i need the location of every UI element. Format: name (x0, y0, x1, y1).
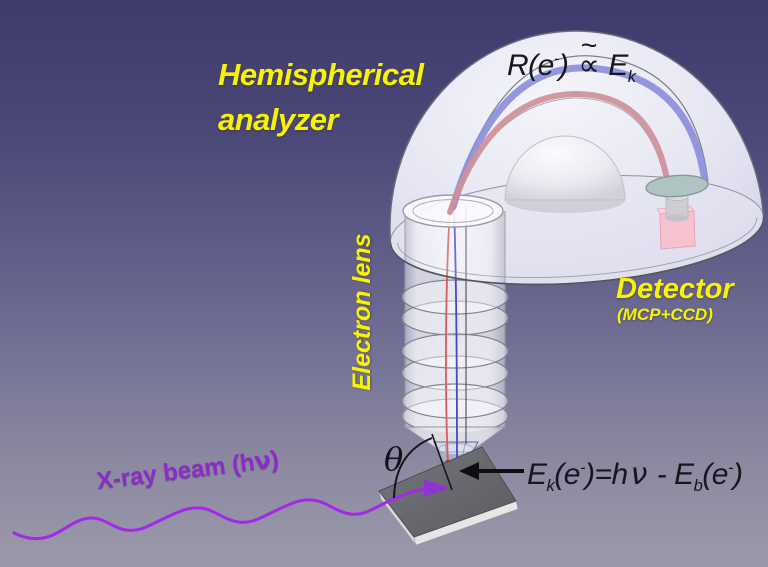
electron-trajectory-red (447, 90, 671, 215)
theta-reference-line (431, 433, 453, 491)
tilde-accent: ~ (580, 30, 598, 63)
formula-superscript: - (553, 50, 560, 68)
analyzer-rim-inner (396, 217, 758, 279)
electron-lens-column (401, 211, 509, 455)
formula-subscript: k (627, 68, 636, 86)
detector-disc (645, 174, 709, 198)
electron-lens-label: Electron lens (348, 202, 380, 422)
formula-fragment: ) (732, 458, 743, 491)
lens-ring-group (401, 279, 509, 434)
electron-lens-label-text: Electron lens (348, 233, 376, 391)
formula-fragment: ) (558, 49, 569, 82)
theta-glyph: θ (384, 440, 404, 478)
formula-fragment: (e (554, 458, 580, 491)
resolution-formula: R(e-) ~∝Ek (507, 30, 636, 87)
propto-symbol: ~∝ (578, 30, 600, 83)
propto-glyph: ∝ (578, 49, 600, 82)
formula-superscript: - (579, 459, 586, 477)
formula-fragment: E (527, 458, 547, 491)
electron-path-red (445, 207, 453, 492)
formula-subscript: b (693, 477, 703, 495)
theta-arc (393, 437, 433, 499)
formula-subscript: k (546, 477, 555, 495)
formula-fragment: R(e (507, 49, 554, 82)
analyzer-label-line1: Hemispherical (218, 57, 424, 92)
formula-fragment: (e (702, 458, 728, 491)
detector-label: Detector (616, 273, 734, 306)
xray-beam-wave (12, 487, 426, 541)
analyzer-label-line2: analyzer (218, 102, 339, 137)
electron-path-blue (451, 207, 458, 492)
theta-label: θ (384, 440, 403, 478)
formula-arrowhead (459, 462, 479, 480)
detector-assembly (645, 174, 709, 250)
analyzer-label: Hemispherical analyzer (218, 52, 424, 142)
formula-fragment: - E (648, 458, 694, 491)
formula-superscript: - (727, 459, 734, 477)
electron-trajectory-blue (449, 64, 709, 211)
inner-hemisphere (504, 135, 626, 213)
detector-sublabel: (MCP+CCD) (617, 305, 713, 325)
formula-fragment: )=h (584, 458, 628, 491)
formula-fragment: E (608, 49, 628, 82)
nu-glyph: ν (630, 457, 648, 492)
detector-sublabel-text: (MCP+CCD) (617, 305, 713, 324)
xray-arrowhead (424, 479, 450, 497)
detector-label-text: Detector (616, 273, 734, 305)
analyzer-rim-front (389, 216, 765, 286)
